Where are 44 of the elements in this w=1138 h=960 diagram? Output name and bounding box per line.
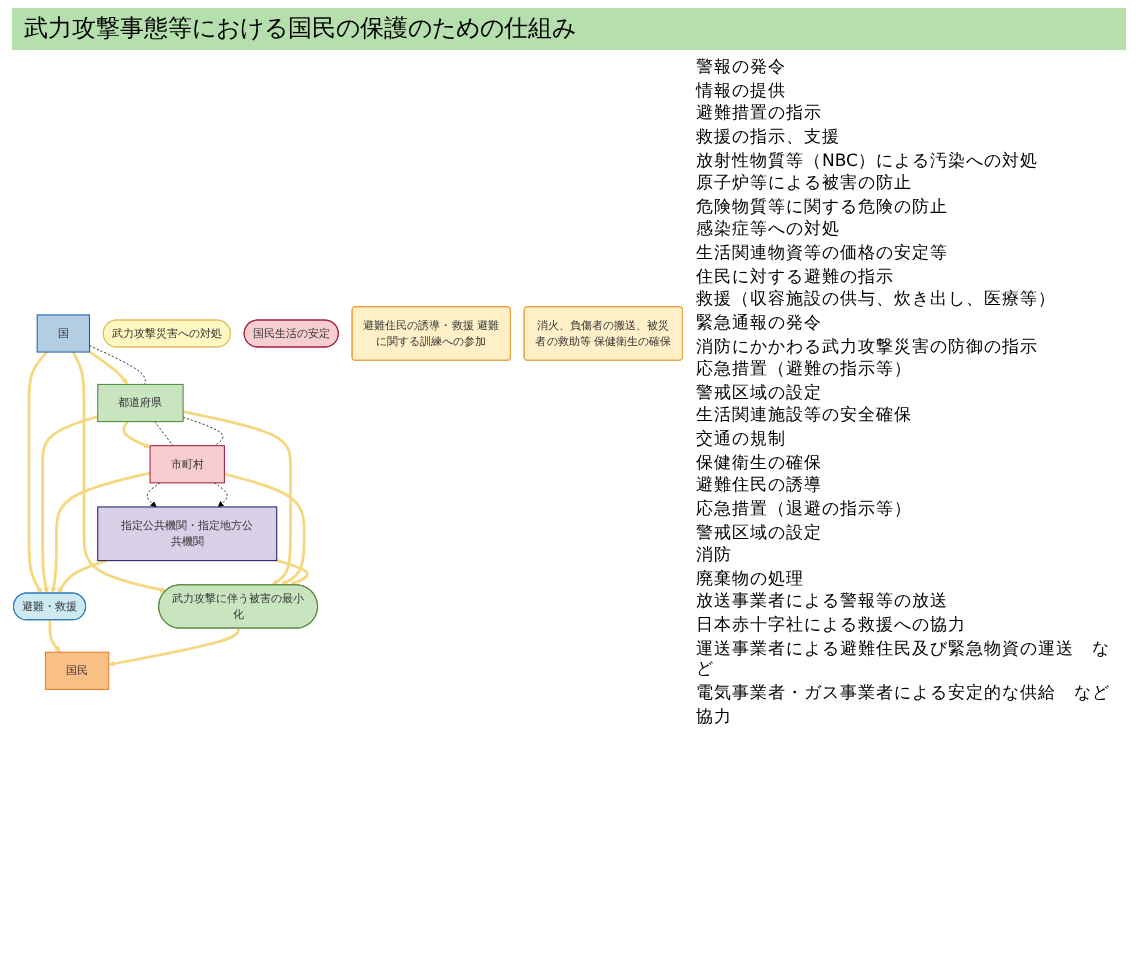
- note-text: 消防にかかわる武力攻撃災害の防御の指示: [696, 337, 1040, 359]
- arrow: [57, 559, 107, 594]
- note-text: 緊急通報の発令: [696, 313, 824, 335]
- title-banner: 武力攻撃事態等における国民の保護のための仕組み: [12, 8, 1126, 50]
- note-text: 廃棄物の処理: [696, 569, 806, 591]
- note-text: 協力: [696, 707, 734, 729]
- note-text: 救援の指示、支援: [696, 127, 842, 149]
- connector: [89, 345, 146, 385]
- note-text: 警戒区域の設定: [696, 523, 824, 545]
- note-text: 救援（収容施設の供与、炊き出し、医療等）: [696, 290, 1058, 312]
- note-text: 保健衛生の確保: [696, 453, 824, 475]
- note-text: 避難措置の指示: [696, 104, 824, 126]
- note-text: 放射性物質等（NBC）による汚染への対処: [696, 151, 1040, 173]
- arrow: [108, 628, 240, 667]
- arrow: [50, 471, 151, 594]
- note-text: 応急措置（避難の指示等）: [696, 360, 914, 382]
- connector: [154, 421, 174, 447]
- note-text: 感染症等への対処: [696, 220, 842, 242]
- note-text: 電気事業者・ガス事業者による安定的な供給 など: [696, 683, 1112, 705]
- arrow: [182, 410, 292, 586]
- note-text: 住民に対する避難の指示: [696, 267, 896, 289]
- arrow: [122, 420, 151, 449]
- arrow: [88, 350, 128, 385]
- note-text: 生活関連施設等の安全確保: [696, 406, 914, 428]
- note-text: 放送事業者による警報等の放送: [696, 592, 950, 614]
- note-text: 危険物質等に関する危険の防止: [696, 197, 950, 219]
- arrow: [224, 472, 306, 586]
- arrow: [48, 620, 61, 653]
- arrow: [276, 559, 309, 586]
- arrow: [27, 351, 48, 594]
- note-text: 警戒区域の設定: [696, 383, 824, 405]
- note-text: 交通の規制: [696, 430, 788, 452]
- note-text: 原子炉等による被害の防止: [696, 174, 914, 196]
- note-text: 生活関連物資等の価格の安定等: [696, 244, 950, 266]
- arrow: [71, 351, 167, 593]
- connector: [182, 416, 224, 447]
- note-text: 運送事業者による避難住民及び緊急物資の運送 など: [696, 639, 1112, 682]
- note-text: 消防: [696, 546, 734, 568]
- arrow: [41, 415, 99, 594]
- note-text: 応急措置（退避の指示等）: [696, 499, 914, 521]
- note-text: 情報の提供: [696, 81, 788, 103]
- note-text: 避難住民の誘導: [696, 476, 824, 498]
- note-text: 日本赤十字社による救援への協力: [696, 616, 968, 638]
- note-text: 警報の発令: [696, 58, 788, 80]
